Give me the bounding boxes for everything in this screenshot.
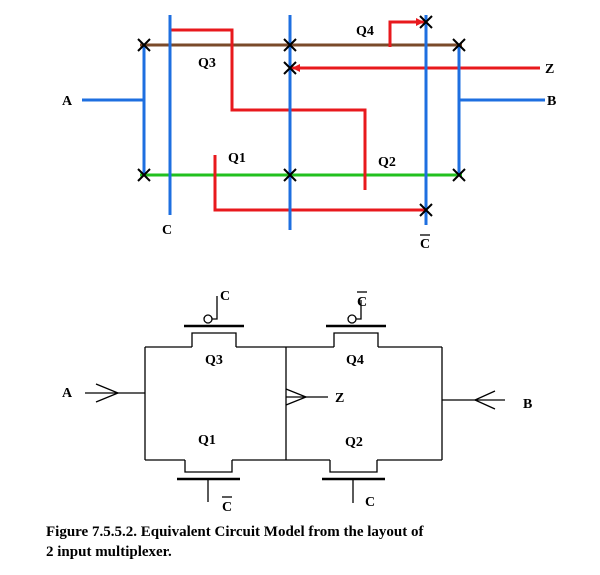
contact-x [137,38,151,52]
circuit-label-z: Z [335,391,344,406]
layout-label-a: A [62,94,73,109]
transistor-q2 [322,460,385,503]
contact-x [137,168,151,182]
gate-label-q4: C [357,295,367,310]
layout-label-c-bar: C [420,237,430,252]
layout-label-q2: Q2 [378,155,396,170]
layout-diagram: A B Z C C Q1 Q2 Q3 Q4 [62,15,556,252]
contact-x [283,38,297,52]
output-z-arrow [285,388,328,406]
layout-label-c: C [162,223,172,238]
layout-label-q3: Q3 [198,56,216,71]
caption-line-2: 2 input multiplexer. [46,544,172,560]
layout-label-q1: Q1 [228,151,246,166]
circuit-label-q1: Q1 [198,433,216,448]
poly-path-q1 [213,155,426,212]
circuit-labels: A B Z Q3 Q4 Q1 Q2 C C C C [62,289,532,515]
caption-line-1: Figure 7.5.5.2. Equivalent Circuit Model… [46,524,424,540]
layout-label-b: B [547,94,556,109]
circuit-label-b: B [523,397,532,412]
circuit-label-q2: Q2 [345,435,363,450]
contact-x [419,203,433,217]
layout-label-q4: Q4 [356,24,374,39]
gate-label-q1: C [222,500,232,515]
circuit-diagram [85,296,505,503]
poly-path-q3 [170,28,367,190]
gate-label-q3: C [220,289,230,304]
gate-label-q2: C [365,495,375,510]
transistor-q1 [177,460,240,502]
figure-caption: Figure 7.5.5.2. Equivalent Circuit Model… [46,522,566,562]
circuit-label-q4: Q4 [346,353,364,368]
contact-x [452,38,466,52]
contact-x [283,61,297,75]
contact-x [419,15,433,29]
input-a-arrow [85,383,145,403]
contact-x [452,168,466,182]
transistor-q4 [326,300,386,347]
contact-x [283,168,297,182]
poly-path-q4 [388,20,426,47]
layout-label-z: Z [545,62,554,77]
q4-arrowhead [416,18,424,26]
circuit-label-a: A [62,386,73,401]
z-arrowhead [292,64,300,72]
transistor-q3 [184,296,244,347]
contact-marks [137,15,466,217]
circuit-label-q3: Q3 [205,353,223,368]
input-b-arrow [442,390,505,410]
